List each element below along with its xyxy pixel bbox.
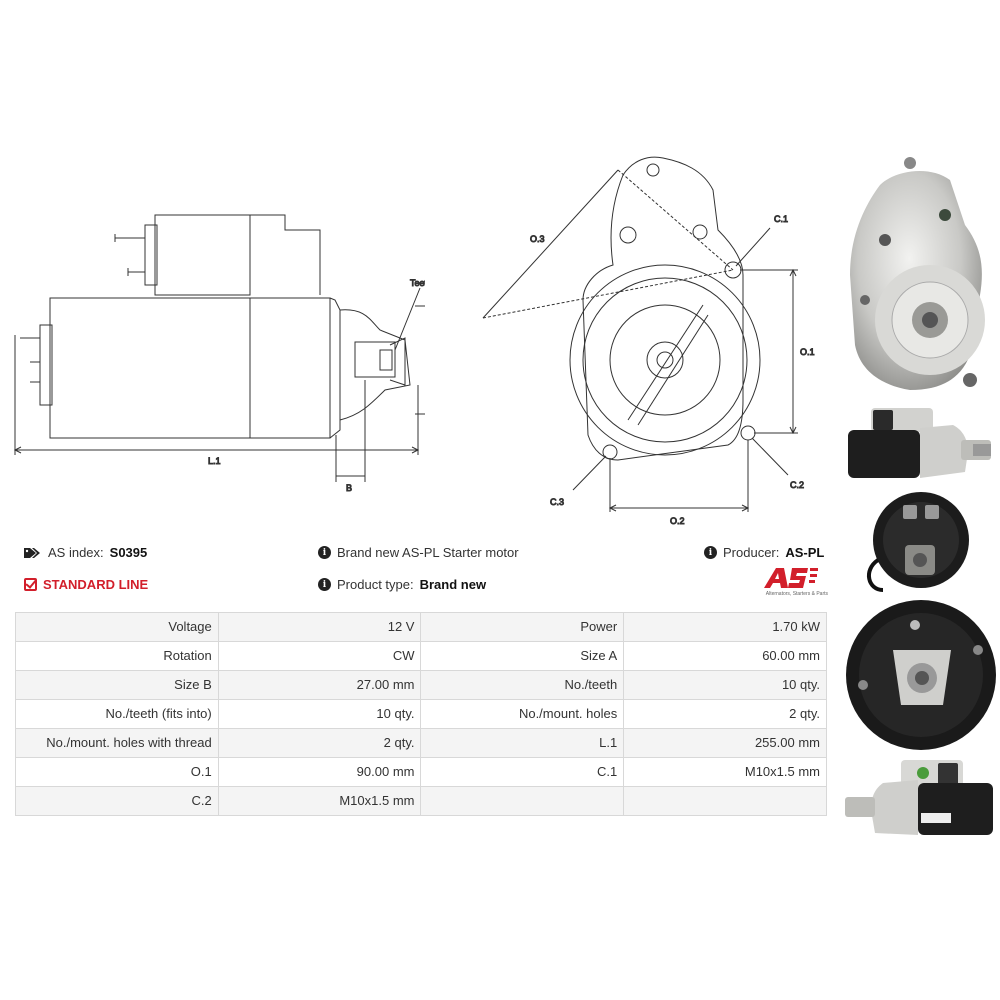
spec-value-cell: 27.00 mm xyxy=(217,670,422,700)
dimension-o2-label: O.2 xyxy=(670,516,685,526)
dimension-l1-label: L.1 xyxy=(208,456,221,466)
spec-value-cell: M10x1.5 mm xyxy=(623,757,827,787)
spec-value-cell: 2 qty. xyxy=(623,699,827,729)
product-photo-side-labelled xyxy=(843,755,998,843)
product-photo-rear xyxy=(843,490,998,755)
spec-name-cell: C.1 xyxy=(420,757,625,787)
spec-value-cell: 10 qty. xyxy=(623,670,827,700)
spec-name-cell: Voltage xyxy=(15,612,219,642)
spec-name-cell: O.1 xyxy=(15,757,219,787)
spec-value-cell: 1.70 kW xyxy=(623,612,827,642)
spec-value-cell: 10 qty. xyxy=(217,699,422,729)
producer-value: AS-PL xyxy=(785,545,825,560)
product-description: Brand new AS-PL Starter motor xyxy=(337,545,519,560)
spec-name-cell: L.1 xyxy=(420,728,625,758)
spec-name-cell: No./teeth xyxy=(420,670,625,700)
spec-value-cell xyxy=(623,786,827,816)
as-index-value: S0395 xyxy=(109,545,148,560)
spec-value-cell: CW xyxy=(217,641,422,671)
checkbox-checked-icon xyxy=(24,578,37,591)
dimension-o3-label: O.3 xyxy=(530,234,545,244)
spec-name-cell: Rotation xyxy=(15,641,219,671)
spec-name-cell: Size A xyxy=(420,641,625,671)
spec-value-cell: 90.00 mm xyxy=(217,757,422,787)
product-type-label: Product type: xyxy=(337,577,414,592)
side-view-drawing: A Teeth L.1 B xyxy=(10,210,425,500)
spec-value-cell: M10x1.5 mm xyxy=(217,786,422,816)
logo-subtitle: Alternators, Starters & Parts xyxy=(765,591,828,597)
spec-value-cell: 12 V xyxy=(217,612,422,642)
spec-value-cell: 2 qty. xyxy=(217,728,422,758)
spec-name-cell: No./teeth (fits into) xyxy=(15,699,219,729)
spec-name-cell xyxy=(420,786,625,816)
spec-name-cell: Size B xyxy=(15,670,219,700)
front-view-drawing: O.3 C.1 O.1 C.3 C.2 O.2 xyxy=(478,150,828,530)
product-type-row: i Product type: Brand new xyxy=(318,577,486,592)
dimension-c3-label: C.3 xyxy=(550,497,564,507)
spec-name-cell: No./mount. holes with thread xyxy=(15,728,219,758)
info-icon: i xyxy=(704,546,717,559)
info-icon: i xyxy=(318,546,331,559)
as-index-label: AS index: xyxy=(48,545,104,560)
product-photo-side xyxy=(843,400,998,482)
table-row: No./teeth (fits into)10 qty.No./mount. h… xyxy=(15,699,827,729)
product-type-value: Brand new xyxy=(419,577,487,592)
spec-value-cell: 255.00 mm xyxy=(623,728,827,758)
spec-value-cell: 60.00 mm xyxy=(623,641,827,671)
dimension-o1-label: O.1 xyxy=(800,347,815,357)
standard-line-label: STANDARD LINE xyxy=(43,577,149,592)
dimension-b-label: B xyxy=(346,483,352,493)
tags-icon xyxy=(24,547,40,558)
dimension-c1-label: C.1 xyxy=(774,214,788,224)
spec-name-cell: Power xyxy=(420,612,625,642)
spec-name-cell: C.2 xyxy=(15,786,219,816)
producer-row: i Producer: AS-PL xyxy=(704,545,824,560)
product-photo-front-flange xyxy=(840,155,995,395)
producer-label: Producer: xyxy=(723,545,780,560)
dimension-c2-label: C.2 xyxy=(790,480,804,490)
as-pl-logo: Alternators, Starters & Parts xyxy=(736,566,828,604)
description-row: i Brand new AS-PL Starter motor xyxy=(318,545,519,560)
teeth-label: Teeth xyxy=(410,278,425,288)
standard-line-row: STANDARD LINE xyxy=(24,577,148,592)
as-pl-logo-mark xyxy=(764,568,818,588)
spec-name-cell: No./mount. holes xyxy=(420,699,625,729)
info-icon: i xyxy=(318,578,331,591)
as-index-row: AS index: S0395 xyxy=(24,545,147,560)
